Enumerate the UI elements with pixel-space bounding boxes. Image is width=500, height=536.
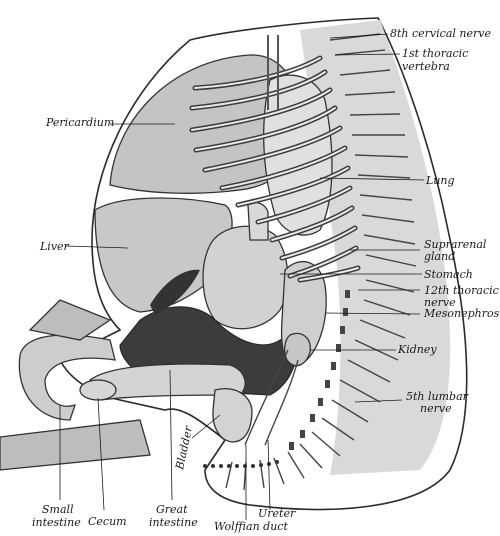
leader-liver [65, 245, 129, 249]
ureter-line [264, 359, 299, 446]
label-great-intestine-2: intestine [149, 516, 198, 529]
bladder [212, 388, 253, 443]
label-pericardium: Pericardium [45, 116, 114, 129]
label-ureter: Ureter [258, 507, 296, 520]
label-stomach: Stomach [424, 268, 473, 281]
leader-bladder [191, 414, 221, 439]
wolffian-duct-line [244, 349, 289, 446]
label-bladder: Bladder [173, 424, 195, 471]
label-small-intestine-1: Small [42, 503, 74, 516]
label-8th-cervical-nerve: 8th cervical nerve [390, 27, 491, 40]
dark-wedge [150, 269, 200, 315]
label-great-intestine-1: Great [156, 503, 188, 516]
leader-8th-cervical [329, 33, 389, 39]
label-lung: Lung [425, 174, 455, 187]
label-12th-thoracic-2: nerve [424, 296, 456, 309]
caudal-segments [203, 460, 279, 468]
ribs [189, 55, 361, 283]
leader-5th-lumbar [354, 399, 403, 403]
kidney [283, 332, 311, 367]
label-12th-thoracic-1: 12th thoracic [424, 284, 499, 297]
label-suprarenal-2: gland [424, 250, 455, 263]
label-liver: Liver [39, 240, 70, 253]
great-intestine [89, 363, 246, 401]
spinal-region [300, 20, 451, 475]
leader-1st-thoracic [334, 53, 401, 56]
leader-lung [319, 177, 425, 181]
label-mesonephros: Mesonephros [423, 307, 500, 320]
leader-cecum [97, 397, 105, 511]
label-5th-lumbar-2: nerve [420, 402, 452, 415]
mesentery-flap [28, 299, 112, 341]
cecum [79, 379, 117, 401]
label-small-intestine-2: intestine [32, 516, 81, 529]
leader-mesonephros [324, 312, 421, 315]
leader-great-intestine [169, 369, 173, 501]
mesentery-strip [0, 419, 151, 471]
spinal-nerves [225, 33, 417, 491]
label-1st-thoracic-1: 1st thoracic [402, 47, 468, 60]
embryo-body [58, 17, 468, 511]
label-wolffian-duct: Wolffian duct [214, 520, 288, 533]
label-kidney: Kidney [397, 343, 437, 356]
vertebrae [289, 290, 350, 450]
label-1st-thoracic-2: vertebra [402, 60, 450, 73]
label-suprarenal-1: Suprarenal [424, 238, 487, 251]
label-5th-lumbar-1: 5th lumbar [406, 390, 469, 403]
leader-ureter [267, 439, 271, 511]
label-cecum: Cecum [88, 515, 127, 528]
